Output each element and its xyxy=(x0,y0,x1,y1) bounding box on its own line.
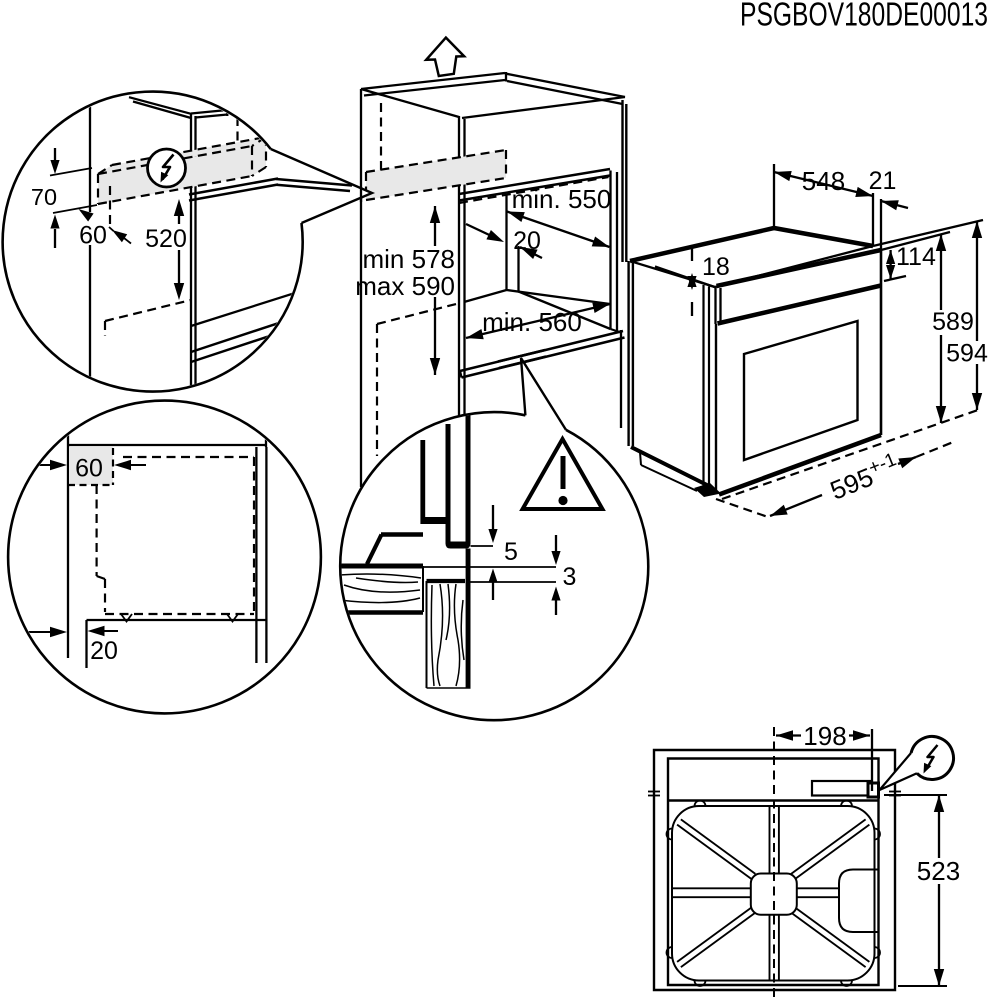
svg-text:20: 20 xyxy=(90,637,118,665)
svg-text:5: 5 xyxy=(504,538,518,566)
svg-text:60: 60 xyxy=(75,455,103,483)
svg-text:114: 114 xyxy=(896,243,936,271)
svg-text:589: 589 xyxy=(932,308,974,336)
svg-text:PSGBOV180DE00013: PSGBOV180DE00013 xyxy=(740,0,988,33)
svg-text:18: 18 xyxy=(702,253,730,281)
svg-text:min. 550: min. 550 xyxy=(512,184,612,214)
svg-text:3: 3 xyxy=(563,563,577,591)
svg-text:min. 560: min. 560 xyxy=(482,307,582,337)
svg-text:548: 548 xyxy=(802,166,845,196)
svg-text:523: 523 xyxy=(917,856,960,886)
svg-text:min 578: min 578 xyxy=(363,244,456,274)
svg-text:max 590: max 590 xyxy=(355,271,455,301)
svg-text:594: 594 xyxy=(946,340,988,368)
svg-text:20: 20 xyxy=(513,227,541,255)
svg-text:60: 60 xyxy=(79,222,107,250)
svg-text:70: 70 xyxy=(31,184,57,210)
svg-text:198: 198 xyxy=(803,721,846,751)
svg-text:21: 21 xyxy=(869,167,897,195)
svg-text:520: 520 xyxy=(145,225,187,253)
